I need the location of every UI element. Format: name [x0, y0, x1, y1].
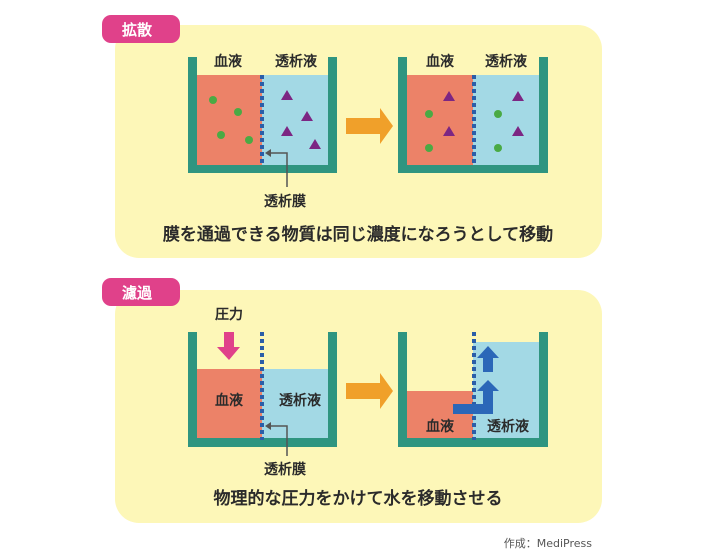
membrane-label: 透析膜 — [264, 193, 306, 210]
credit: 作成：MediPress — [504, 537, 593, 550]
membrane-label: 透析膜 — [264, 461, 306, 478]
process-arrow-icon — [346, 108, 393, 144]
dialysate-label: 透析液 — [279, 392, 322, 409]
filtration-caption: 物理的な圧力をかけて水を移動させる — [214, 488, 503, 509]
membrane-pointer — [268, 425, 288, 456]
dialysate-label-after: 透析液 — [487, 418, 530, 435]
blood-label-after: 血液 — [426, 418, 455, 435]
filtration-tag — [102, 278, 180, 306]
dialysate-compartment — [262, 75, 328, 165]
diffusion-panel: 拡散 血液 透析液 透析膜 — [102, 15, 602, 258]
filtration-tag-label: 濾過 — [122, 284, 153, 302]
dialysate-label-after: 透析液 — [485, 53, 528, 70]
blood-label: 血液 — [215, 392, 244, 409]
solute-dots-blood — [209, 96, 253, 144]
dialysate-label: 透析液 — [275, 53, 318, 70]
container-before: 圧力 血液 透析液 透析膜 — [188, 306, 337, 478]
diffusion-tag — [102, 15, 180, 43]
water-flow-arrow-icon — [453, 346, 499, 414]
pressure-arrow-icon — [217, 332, 240, 360]
filtration-panel: 濾過 圧力 血液 透析液 透析膜 血液 透析液 — [102, 278, 602, 523]
diffusion-tag-label: 拡散 — [122, 21, 153, 39]
blood-label-after: 血液 — [426, 53, 455, 70]
solute-triangles-dialysate — [281, 90, 321, 149]
pressure-label: 圧力 — [215, 306, 243, 323]
diffusion-caption: 膜を通過できる物質は同じ濃度になろうとして移動 — [163, 224, 553, 245]
container-after: 血液 透析液 — [398, 332, 548, 447]
container-before: 血液 透析液 透析膜 — [188, 53, 337, 210]
blood-compartment — [197, 75, 262, 165]
blood-label: 血液 — [214, 53, 243, 70]
process-arrow-icon — [346, 373, 393, 409]
membrane-pointer — [268, 152, 288, 187]
container-after: 血液 透析液 — [398, 53, 548, 173]
